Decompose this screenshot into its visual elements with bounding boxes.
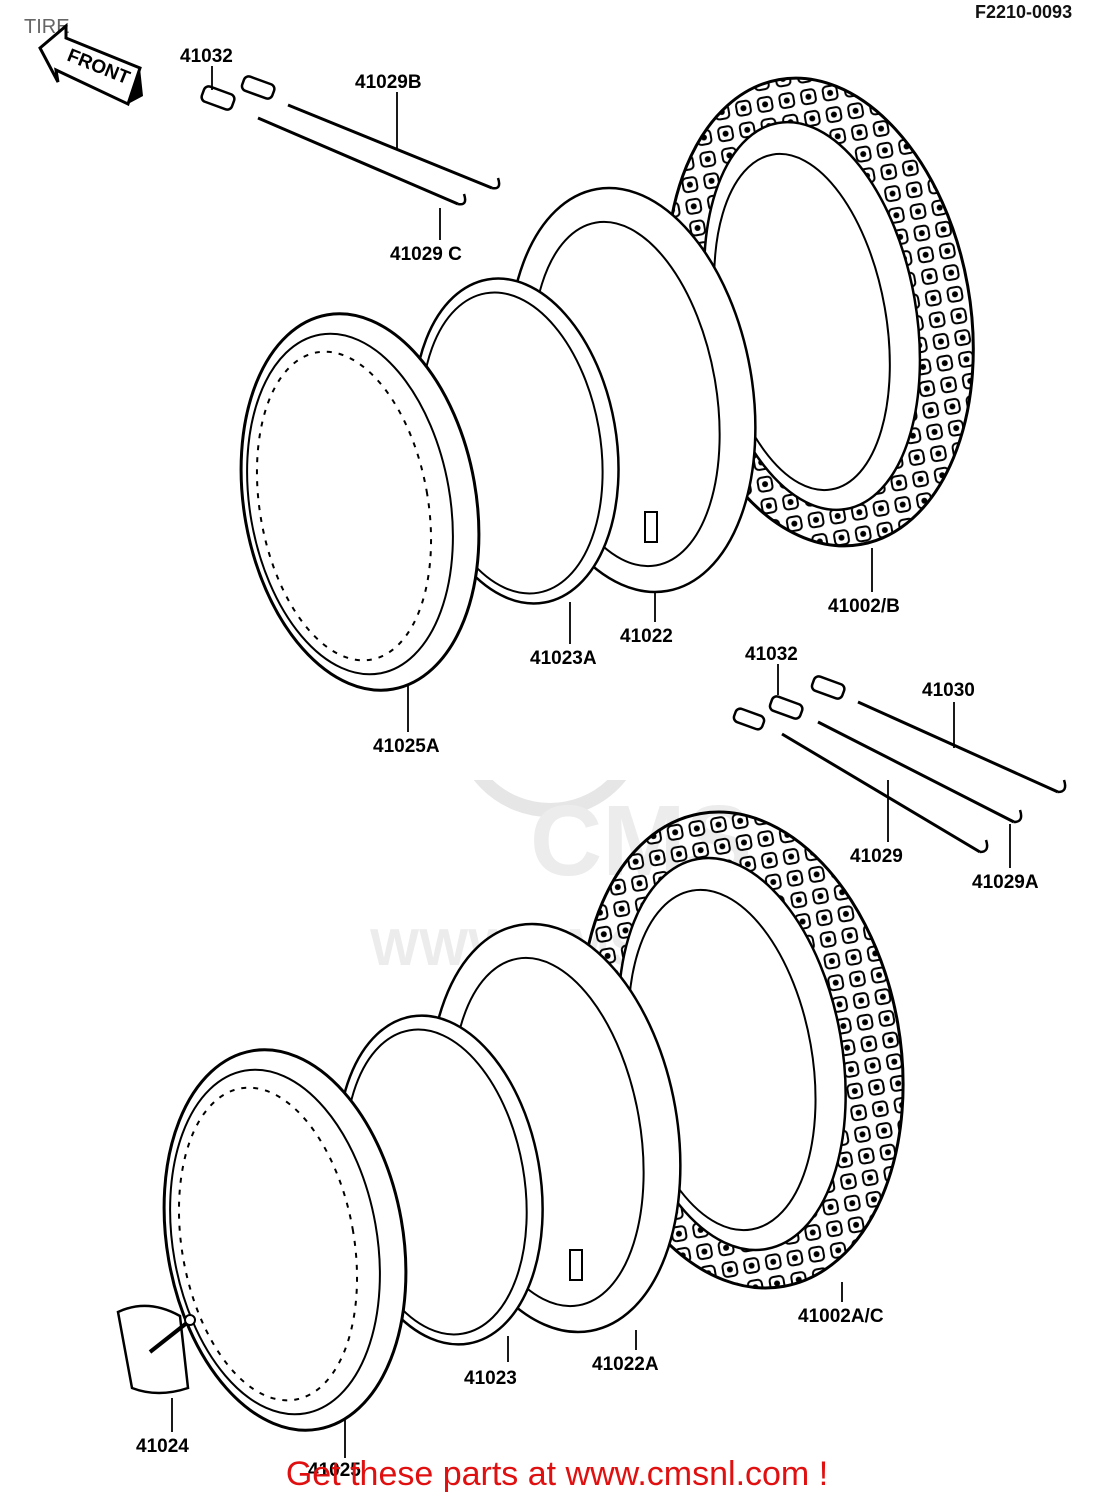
label-41002B: 41002/B: [828, 596, 900, 617]
label-41022A: 41022A: [592, 1354, 659, 1375]
spoke-nipple-mid-c: [732, 707, 766, 731]
label-41032-mid: 41032: [745, 644, 798, 665]
label-41023: 41023: [464, 1368, 517, 1389]
spoke-nipple-mid-a: [768, 695, 804, 720]
label-41030: 41030: [922, 680, 975, 701]
leader-lines-upper: [211, 66, 873, 732]
label-41025: 41025: [308, 1460, 361, 1481]
label-41029C: 41029 C: [390, 244, 462, 265]
spoke-41029: [781, 732, 989, 854]
leader-lines-lower: [171, 1282, 843, 1458]
spoke-nipple-mid-b: [810, 675, 846, 700]
label-41025A: 41025A: [373, 736, 440, 757]
rim-upper: [239, 312, 481, 692]
spoke-nipple-upper-a: [200, 85, 236, 111]
front-arrow: FRONT: [38, 22, 143, 107]
label-41029B: 41029B: [355, 72, 422, 93]
rim-lower: [162, 1048, 408, 1432]
spoke-41029B: [287, 103, 501, 190]
label-41029: 41029: [850, 846, 903, 867]
label-41022: 41022: [620, 626, 673, 647]
spoke-41029A: [817, 720, 1023, 824]
label-41023A: 41023A: [530, 648, 597, 669]
label-41024: 41024: [136, 1436, 189, 1457]
spoke-nipple-upper-b: [240, 75, 276, 100]
label-41002AC: 41002A/C: [798, 1306, 884, 1327]
label-41029A: 41029A: [972, 872, 1039, 893]
leader-lines-mid: [777, 664, 1011, 868]
spoke-41030: [857, 700, 1067, 794]
diagram-code: F2210-0093: [975, 2, 1073, 22]
spoke-41029C: [257, 116, 467, 206]
rim-lock: [116, 1304, 196, 1395]
footer-link-text[interactable]: Get these parts at www.cmsnl.com !: [285, 1455, 829, 1493]
label-41032-top: 41032: [180, 46, 233, 67]
